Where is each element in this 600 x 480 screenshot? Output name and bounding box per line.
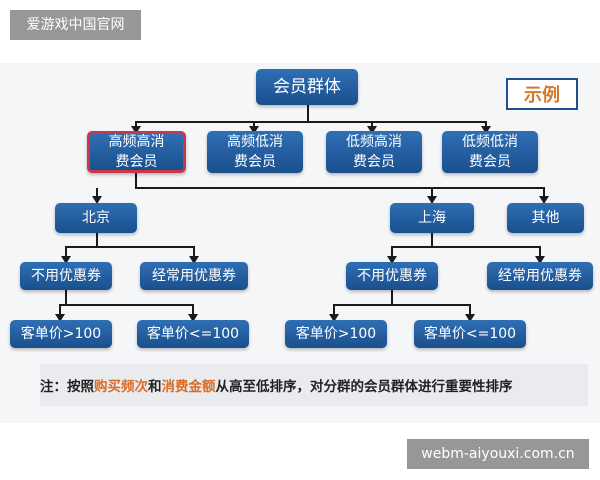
- connector-beijing: [65, 232, 195, 262]
- note-highlight-amount: 消费金额: [161, 379, 216, 395]
- node-sh-price-high[interactable]: 客单价>100: [285, 320, 387, 348]
- node-root[interactable]: 会员群体: [256, 69, 358, 105]
- watermark-bottom-right: webm-aiyouxi.com.cn: [407, 439, 589, 469]
- node-sh-price-low[interactable]: 客单价<=100: [414, 320, 526, 348]
- watermark-top-left: 爱游戏中国官网: [10, 10, 141, 40]
- node-bj-frequent-coupon[interactable]: 经常用优惠券: [140, 262, 248, 290]
- node-segment-low-freq-low-spend[interactable]: 低频低消 费会员: [442, 131, 538, 173]
- note-prefix: 注：按照: [40, 379, 94, 395]
- node-region-beijing[interactable]: 北京: [55, 203, 137, 233]
- node-segment-high-freq-low-spend[interactable]: 高频低消 费会员: [207, 131, 303, 173]
- note-suffix: 从高至低排序，对分群的会员群体进行重要性排序: [215, 379, 513, 395]
- node-region-shanghai[interactable]: 上海: [390, 203, 474, 233]
- footnote: 注：按照购买频次和消费金额从高至低排序，对分群的会员群体进行重要性排序: [40, 364, 588, 406]
- note-middle: 和: [148, 379, 162, 395]
- example-label: 示例: [506, 78, 578, 110]
- node-bj-price-low[interactable]: 客单价<=100: [137, 320, 249, 348]
- node-sh-no-coupon[interactable]: 不用优惠券: [346, 262, 438, 290]
- node-sh-frequent-coupon[interactable]: 经常用优惠券: [487, 262, 593, 290]
- connector-sh-price: [333, 288, 471, 320]
- connector-level1: [96, 172, 545, 202]
- node-bj-no-coupon[interactable]: 不用优惠券: [20, 262, 112, 290]
- node-segment-high-freq-high-spend[interactable]: 高频高消 费会员: [87, 131, 186, 173]
- connector-root: [135, 104, 487, 132]
- node-segment-low-freq-high-spend[interactable]: 低频高消 费会员: [326, 131, 422, 173]
- node-region-other[interactable]: 其他: [507, 203, 584, 233]
- connector-shanghai: [391, 232, 541, 262]
- note-highlight-frequency: 购买频次: [94, 379, 148, 395]
- node-bj-price-high[interactable]: 客单价>100: [10, 320, 112, 348]
- connector-bj-price: [59, 288, 194, 320]
